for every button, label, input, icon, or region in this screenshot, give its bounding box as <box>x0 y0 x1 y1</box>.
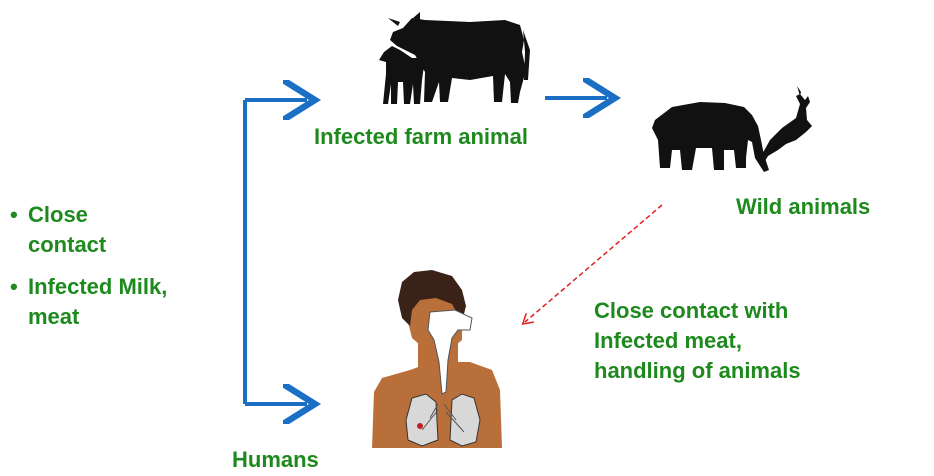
label-humans: Humans <box>232 445 319 475</box>
label-wild-to-human-line: handling of animals <box>594 356 801 386</box>
route-line: Close <box>28 200 167 230</box>
route-line: contact <box>28 230 167 260</box>
route-line: Infected Milk, <box>28 272 167 302</box>
bracket-arrows <box>245 100 307 404</box>
label-wild-to-human-line: Infected meat, <box>594 326 801 356</box>
route-bullet: • Close contact <box>10 200 167 260</box>
human-respiratory-icon <box>372 270 502 448</box>
route-line: meat <box>28 302 167 332</box>
label-wild-to-human: Close contact with Infected meat, handli… <box>594 296 801 386</box>
farm-to-human-routes: • Close contact • Infected Milk, meat <box>10 200 167 344</box>
elephant-icon <box>652 102 769 172</box>
route-bullet: • Infected Milk, meat <box>10 272 167 332</box>
antelope-icon <box>760 86 812 166</box>
label-wild-to-human-line: Close contact with <box>594 296 801 326</box>
bullet-marker: • <box>10 272 18 302</box>
bullet-marker: • <box>10 200 18 230</box>
cow-calf-icon <box>379 12 530 104</box>
label-wild-animals: Wild animals <box>736 192 870 222</box>
label-farm-animal: Infected farm animal <box>314 122 528 152</box>
